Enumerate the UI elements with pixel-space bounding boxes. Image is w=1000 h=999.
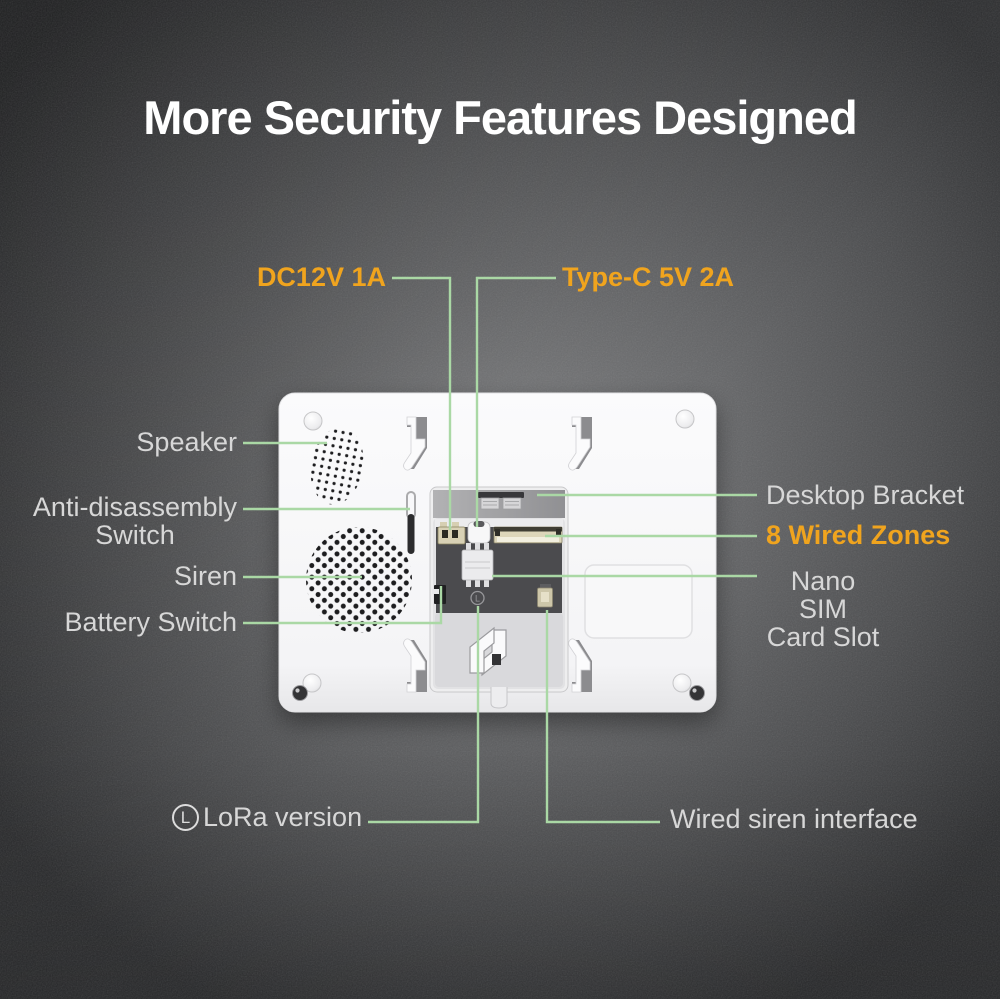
- label-lora-version: L LoRa version: [172, 803, 362, 831]
- leader-line-wired-siren: [545, 610, 660, 824]
- label-dc-power: DC12V 1A: [256, 262, 386, 292]
- page-title: More Security Features Designed: [143, 91, 857, 144]
- lora-marking: L: [470, 590, 485, 606]
- leader-line-type-c: [475, 276, 556, 527]
- screw-hole-bottom-left: [302, 673, 322, 693]
- dc-power-connector: [437, 522, 466, 545]
- label-wired-siren: Wired siren interface: [670, 804, 918, 834]
- screw-hole-top-right: [675, 409, 695, 429]
- leader-lines: [243, 276, 757, 824]
- label-nano-sim-line1: Nano SIM: [790, 566, 856, 624]
- siren-grille: [306, 527, 412, 633]
- label-siren: Siren: [173, 561, 237, 591]
- screw-hole-top-left: [303, 411, 323, 431]
- anti-disassembly-switch: [406, 491, 416, 554]
- screw-bottom-right: [689, 685, 705, 701]
- wired-zones-connector: [493, 526, 563, 544]
- screw-highlight-left: [295, 688, 300, 693]
- leader-line-dc-power: [392, 276, 452, 530]
- leader-line-battery-switch: [243, 586, 443, 625]
- compartment: L: [429, 486, 569, 709]
- label-anti-disassembly: Anti-disassembly Switch: [33, 493, 237, 549]
- label-type-c: Type-C 5V 2A: [562, 262, 735, 292]
- label-desktop-bracket: Desktop Bracket: [766, 480, 965, 510]
- nano-sim-slot: [461, 543, 494, 587]
- label-speaker: Speaker: [136, 427, 237, 457]
- lora-circle-icon: L: [172, 803, 199, 831]
- connector-shelf: [435, 519, 563, 528]
- label-anti-disassembly-line1: Anti-disassembly: [32, 492, 237, 522]
- desktop-bracket-clip: [478, 492, 524, 510]
- screw-holes: [292, 409, 705, 701]
- label-anti-disassembly-line2: Switch: [95, 520, 175, 550]
- screw-highlight-right: [692, 688, 697, 693]
- lightning-bolt-cutout: [469, 626, 507, 677]
- label-recess: [584, 564, 693, 639]
- leader-line-lora: [368, 606, 480, 824]
- label-lora-text: LoRa version: [203, 802, 363, 832]
- battery-switch-component: [432, 585, 446, 604]
- screw-hole-bottom-right: [672, 673, 692, 693]
- label-nano-sim-line2: Card Slot: [766, 622, 880, 652]
- type-c-port: [467, 521, 491, 544]
- label-nano-sim: Nano SIM Card Slot: [766, 567, 880, 651]
- wired-siren-connector: [537, 584, 553, 608]
- lora-icon-letter: L: [180, 807, 191, 827]
- svg-text:L: L: [475, 594, 480, 604]
- cable-channel: [490, 687, 508, 709]
- label-wired-zones: 8 Wired Zones: [766, 520, 951, 550]
- label-battery-switch: Battery Switch: [64, 607, 237, 637]
- screw-bottom-left: [292, 685, 308, 701]
